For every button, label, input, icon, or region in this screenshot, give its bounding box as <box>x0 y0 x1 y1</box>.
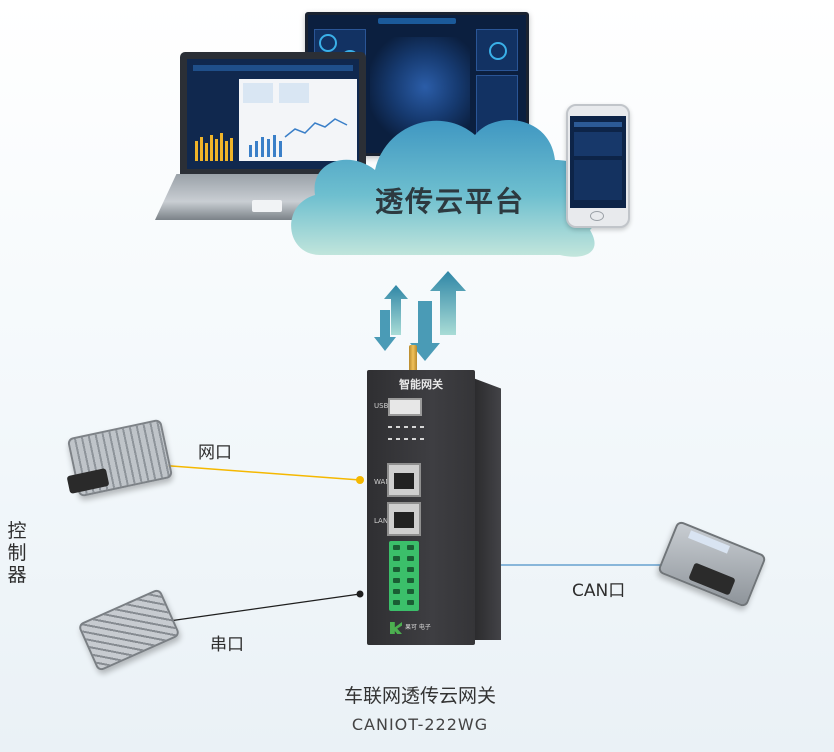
gauge-icon <box>489 42 507 60</box>
phone-header-bar <box>574 122 622 127</box>
dashboard-map <box>370 37 470 137</box>
antenna-icon <box>409 345 417 373</box>
terminal-screw <box>407 545 414 550</box>
mini-line-chart-icon <box>243 83 348 157</box>
led-icon <box>396 426 400 428</box>
serial-link-dot <box>356 590 364 598</box>
net-link-line <box>157 464 361 481</box>
screen-chart-window <box>239 79 357 161</box>
can-port-label: CAN口 <box>572 581 626 601</box>
brand-logo-icon <box>390 622 402 634</box>
status-leds <box>384 424 444 454</box>
terminal-screw <box>393 600 400 605</box>
phone-panel <box>574 160 622 200</box>
gauge-icon <box>319 34 337 52</box>
led-icon <box>388 426 392 428</box>
device-caption: 车联网透传云网关 <box>343 685 496 707</box>
usb-label: USB <box>374 402 389 410</box>
terminal-screw <box>407 600 414 605</box>
terminal-screw <box>407 578 414 583</box>
terminal-screw <box>407 556 414 561</box>
download-arrow-icon <box>374 310 396 351</box>
led-icon <box>412 438 416 440</box>
rj45-socket <box>394 512 414 528</box>
rj45-socket <box>394 473 414 489</box>
serial-link-line <box>161 593 361 623</box>
dashboard-panel <box>476 29 518 71</box>
wan-port <box>387 463 421 497</box>
mini-bar-chart-icon <box>195 133 233 161</box>
laptop-screen <box>187 59 359 169</box>
terminal-screw <box>393 589 400 594</box>
terminal-block <box>389 541 419 611</box>
gateway-brand: 果可 电子 <box>405 624 431 631</box>
wan-label: WAN <box>374 478 391 486</box>
screen-header-bar <box>193 65 353 71</box>
serial-port-label: 串口 <box>210 635 244 655</box>
controller-side-label: 控制器 <box>7 520 27 586</box>
led-icon <box>420 426 424 428</box>
gateway-side <box>473 378 501 640</box>
data-arrows <box>374 271 466 361</box>
phone-screen <box>570 116 626 208</box>
lan-label: LAN <box>374 517 389 525</box>
usb-port <box>388 398 422 416</box>
upload-arrow-icon <box>384 285 408 335</box>
terminal-screw <box>393 556 400 561</box>
lan-port <box>387 502 421 536</box>
laptop-trackpad <box>252 200 282 212</box>
terminal-screw <box>393 545 400 550</box>
terminal-screw <box>393 567 400 572</box>
upload-arrow-icon <box>430 271 466 335</box>
cloud-icon <box>291 120 603 257</box>
terminal-screw <box>407 567 414 572</box>
led-icon <box>388 438 392 440</box>
device-model: CANIOT-222WG <box>351 715 489 734</box>
dashboard-title-bar <box>378 18 456 24</box>
phone-home-button <box>590 211 604 221</box>
led-icon <box>412 426 416 428</box>
cloud-platform-label: 透传云平台 <box>374 185 525 218</box>
led-icon <box>404 426 408 428</box>
led-icon <box>420 438 424 440</box>
net-link-dot <box>356 476 364 484</box>
led-icon <box>404 438 408 440</box>
terminal-screw <box>407 589 414 594</box>
net-port-label: 网口 <box>198 443 232 463</box>
gateway-title: 智能网关 <box>399 378 443 391</box>
terminal-screw <box>393 578 400 583</box>
led-icon <box>396 438 400 440</box>
download-arrow-icon <box>410 301 440 361</box>
phone-panel <box>574 132 622 156</box>
